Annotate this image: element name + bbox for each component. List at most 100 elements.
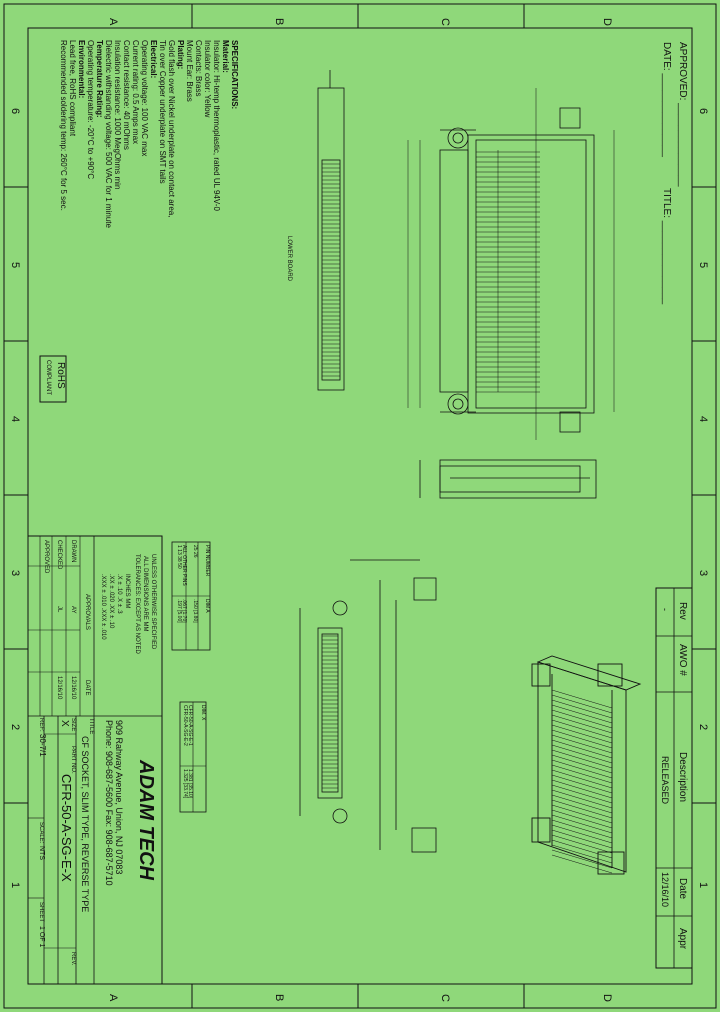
drawn-label: DRAWN [70,540,76,562]
specs-line-1: Insulator: Hi-temp thermoplastic, rated … [212,40,221,211]
bottom-view-pins [322,635,338,789]
specs-line-7: Tin over Copper underplate on SMT tails [158,40,167,184]
company-name: ADAM TECH [135,759,157,881]
pin-table-r0c0: 25 26 [192,545,198,558]
part-table-r0c0: 1.381 [35.10] [187,769,193,799]
rev-header-rev: Rev [677,602,688,620]
rohs-text: RoHS [55,362,66,389]
pin-table-r2c1: .197 [5.00] [176,599,182,623]
part-number-table: DIM. X CFR-50-A-SG-E-1 1.381 [35.10] CFR… [179,701,207,813]
tolerance-line-1: ALL DIMENSIONS ARE MM [142,556,148,631]
zone-left-3: 3 [9,570,21,576]
drawing-title: CF SOCKET, SLIM TYPE, REVERSE TYPE [80,736,90,912]
lower-board-label: LOWER BOARD [286,236,292,282]
pin-table-header-1: DIM A [204,599,210,613]
zone-right-5: 5 [697,262,709,268]
top-view-pins [476,151,540,393]
specs-line-15: Operating temperature: -20°C to +90°C [86,40,95,179]
drawn-date: 12/16/10 [70,676,76,700]
zone-left-4: 4 [9,416,21,422]
sheet-value: 1 OF 1 [38,926,45,948]
specs-line-5: Plating: [176,40,185,69]
tolerance-line-5: .XX ± .020 .XX ± .10 [108,574,114,629]
specs-line-16: Environmental: [77,40,86,98]
specs-line-18: Recommended soldering temp: 260°C for 5 … [59,40,68,211]
rohs-logo: RoHS COMPLIANT [39,355,67,403]
rev-header-date: Date [677,878,688,900]
checked-date: 12/16/10 [56,676,62,700]
date-line: DATE: _______________ [661,42,672,157]
checked-label: CHECKED [56,540,62,570]
title-label: TITLE [88,718,94,734]
pin-table-r0c1: .150 [3.80] [192,599,198,623]
zone-bottom-b: B [273,994,285,1001]
zone-top-c: C [439,18,451,26]
scale-label: SCALE: [38,822,44,844]
tolerance-line-3: INCHES MM [124,574,130,608]
rev-row-description: RELEASED [660,756,670,805]
zone-right-1: 1 [697,882,709,888]
revision-block: Rev AWO # Description Date Appr - RELEAS… [655,587,693,969]
specs-line-13: Dielectric withstanding voltage: 500 VAC… [104,40,113,228]
size-label: SIZE [70,718,76,731]
top-view-drawing [439,107,595,433]
rev-label: REV. [70,952,76,966]
zone-left-1: 1 [9,882,21,888]
zone-bottom-a: A [107,994,119,1002]
part-table-r0c1: CFR-50-A-SG-E-1 [187,705,193,746]
title-line: TITLE: _______________ [661,188,672,305]
side-view-drawing [419,459,597,499]
size-value: X [59,720,70,727]
specs-line-2: Insulator color: Yellow [203,40,212,118]
specifications-block: SPECIFICATIONS: Material: Insulator: Hi-… [59,40,239,228]
drawn-by: AY [70,606,76,614]
specs-line-14: Temperature Rating: [95,40,104,118]
specs-line-4: Mount Ear: Brass [185,40,194,102]
specs-line-0: Material: [221,40,230,73]
tolerance-line-2: TOLERANCES: EXCEPT AS NOTED [134,554,140,654]
inner-border [27,27,693,985]
pin-table-header-0: PIN NUMBER [204,545,210,577]
isometric-pins [551,689,613,874]
part-table-r1c0: 1.325 [33.74] [182,769,188,799]
ref-label: REF: [38,718,44,732]
scale-value: NTS [38,846,45,860]
specs-line-6: Gold flash over Nickel underplate on con… [167,40,176,217]
part-table-r1c1: CFR-50-A-SG-E-2 [182,705,188,746]
company-phone: Phone: 908-687-5600 Fax: 908-687-5710 [104,720,114,886]
specs-line-9: Operating voltage: 100 VAC max [140,40,149,156]
part-table-header-0: DIM. X [200,705,206,721]
checked-by: JL [56,606,62,613]
specs-line-8: Electrical: [149,40,158,78]
pin-number-table: PIN NUMBER DIM A 25 26 .150 [3.80] ALL O… [171,541,211,651]
zone-top-a: A [107,18,119,26]
specs-line-3: Contacts: Brass [194,40,203,96]
zone-left-2: 2 [9,724,21,730]
top-view-dimensions [407,88,615,440]
approved-line: APPROVED: _______________ [677,42,688,187]
pin-table-r1c1: .067 [1.70] [181,599,187,623]
ref-value: 30-7/1 [38,734,47,757]
zone-bottom-c: C [439,994,451,1002]
zone-bottom-d: D [601,994,613,1002]
outer-border [3,3,717,1009]
zone-top-b: B [273,18,285,25]
part-number: CFR-50-A-SG-E-X [59,774,74,882]
bottom-view-drawing [299,559,437,853]
approved-label: APPROVED [43,540,49,574]
zone-right-3: 3 [697,570,709,576]
company-address: 909 Rahway Avenue, Union, NJ 07083 [114,720,124,874]
rev-header-awo: AWO # [677,644,688,676]
zone-left-6: 6 [9,108,21,114]
approvals-header: APPROVALS [84,594,90,630]
zone-top-d: D [601,18,613,26]
rohs-compliant: COMPLIANT [45,360,51,395]
title-block: UNLESS OTHERWISE SPECIFIED ALL DIMENSION… [27,535,163,985]
lower-board-pins [322,163,340,377]
specs-line-10: Current rating: 0.5 Amps max [131,40,140,144]
zone-ticks [4,4,716,1008]
specs-heading: SPECIFICATIONS: [230,40,239,109]
part-no-label: PART NO. [70,746,76,774]
